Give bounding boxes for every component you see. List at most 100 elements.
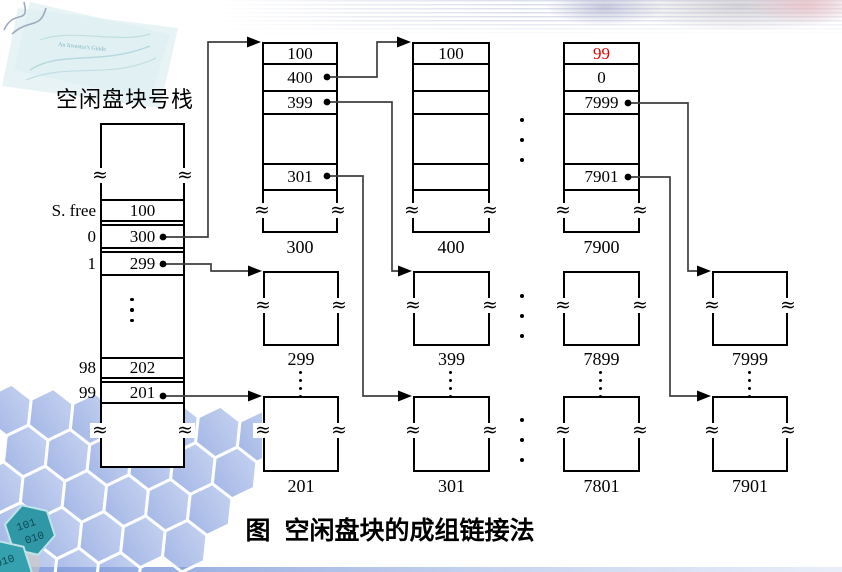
block-label: 7999 — [732, 349, 768, 369]
stack-cell-99: 201 — [100, 381, 185, 404]
break-mark: ≈ — [175, 166, 195, 185]
cell-divider — [264, 163, 336, 165]
ellipsis-dots — [520, 410, 524, 470]
block-cell: 7999 — [584, 93, 619, 112]
break-mark: ≈ — [702, 296, 722, 315]
stack-cell-value: 201 — [129, 382, 156, 402]
block-cell: 100 — [438, 44, 464, 63]
block-cell: 7901 — [584, 167, 619, 186]
arrowhead — [697, 390, 711, 402]
stack-row-label: 0 — [87, 227, 97, 246]
cell-divider — [414, 63, 488, 65]
arrowhead — [398, 265, 412, 277]
break-mark: ≈ — [328, 201, 348, 220]
block-cell-count: 99 — [593, 44, 610, 63]
stack-cell-98: 202 — [100, 357, 185, 379]
stack-cell-value: 202 — [129, 358, 156, 377]
ellipsis-dots — [599, 368, 602, 400]
break-mark: ≈ — [329, 296, 349, 315]
arrowhead — [398, 390, 412, 402]
break-mark: ≈ — [630, 421, 650, 440]
block-label: 7901 — [732, 476, 768, 496]
cell-divider — [264, 113, 336, 115]
block-label: 201 — [287, 476, 315, 496]
break-mark: ≈ — [778, 421, 798, 440]
block-7999 — [712, 271, 788, 346]
ellipsis-dots — [130, 294, 134, 326]
break-mark: ≈ — [252, 201, 272, 220]
sketch-decoration: An Investor's Guide — [2, 1, 178, 108]
stack-cell-0: 300 — [100, 224, 185, 249]
stack-row-label: S. free — [51, 201, 96, 220]
cell-divider — [414, 189, 488, 191]
block-label: 299 — [287, 349, 315, 369]
cell-divider — [565, 113, 638, 115]
stack-row-label: 1 — [87, 254, 97, 273]
cell-divider — [414, 90, 488, 92]
stack-cell-free: 100 — [100, 199, 185, 222]
break-mark: ≈ — [630, 201, 650, 220]
break-mark: ≈ — [403, 421, 423, 440]
break-mark: ≈ — [480, 201, 500, 220]
cell-divider — [264, 90, 336, 92]
block-cell: 0 — [597, 68, 606, 87]
group-block-300: 100 400 399 301 — [262, 42, 338, 233]
break-mark: ≈ — [630, 296, 650, 315]
stack-cell-1: 299 — [100, 251, 185, 276]
break-mark: ≈ — [90, 421, 110, 440]
break-mark: ≈ — [403, 296, 423, 315]
block-399 — [413, 271, 490, 346]
cell-divider — [565, 189, 638, 191]
stack-title: 空闲盘块号栈 — [56, 87, 195, 112]
bottom-strip — [0, 567, 842, 572]
arrowhead — [697, 265, 711, 277]
block-cell: 301 — [287, 167, 313, 186]
break-mark: ≈ — [253, 296, 273, 315]
break-mark: ≈ — [778, 296, 798, 315]
link-300-to-400 — [329, 41, 397, 78]
binary-hexagon: 101 010 — [3, 504, 57, 556]
ellipsis-dots — [299, 368, 302, 400]
cell-divider — [264, 63, 336, 65]
break-mark: ≈ — [553, 421, 573, 440]
break-mark: ≈ — [480, 421, 500, 440]
block-label: 301 — [438, 476, 465, 496]
cell-divider — [264, 189, 336, 191]
block-301 — [413, 396, 490, 472]
ellipsis-dots — [520, 110, 524, 170]
block-cell: 399 — [287, 93, 313, 112]
cell-divider — [414, 113, 488, 115]
break-mark: ≈ — [553, 201, 573, 220]
block-299 — [263, 271, 339, 346]
hexagon-pattern: 101 010 010 — [0, 382, 262, 572]
block-label: 400 — [437, 237, 465, 257]
cell-divider — [565, 90, 638, 92]
block-label: 399 — [438, 349, 465, 369]
arrowhead — [397, 36, 411, 48]
cell-divider — [565, 63, 638, 65]
ellipsis-dots — [449, 368, 452, 400]
break-mark: ≈ — [553, 296, 573, 315]
cell-divider — [565, 163, 638, 165]
cell-divider — [414, 163, 488, 165]
binary-text: 010 — [24, 530, 47, 548]
block-label: 300 — [286, 237, 314, 257]
stack-cell-value: 100 — [129, 200, 156, 220]
stack-cell-value: 300 — [129, 226, 156, 246]
block-7899 — [563, 271, 640, 346]
block-label: 7801 — [583, 476, 620, 496]
break-mark: ≈ — [402, 201, 422, 220]
group-block-7900: 99 0 7999 7901 — [563, 42, 640, 233]
free-block-stack — [100, 123, 185, 468]
break-mark: ≈ — [702, 421, 722, 440]
break-mark: ≈ — [90, 166, 110, 185]
sketch-caption: An Investor's Guide — [58, 42, 107, 53]
block-cell: 100 — [287, 44, 313, 63]
break-mark: ≈ — [253, 421, 273, 440]
arrowhead — [248, 265, 262, 277]
binary-text: 101 — [15, 517, 38, 535]
stack-cell-value: 299 — [129, 253, 156, 273]
ellipsis-dots — [520, 286, 524, 346]
break-mark: ≈ — [480, 296, 500, 315]
